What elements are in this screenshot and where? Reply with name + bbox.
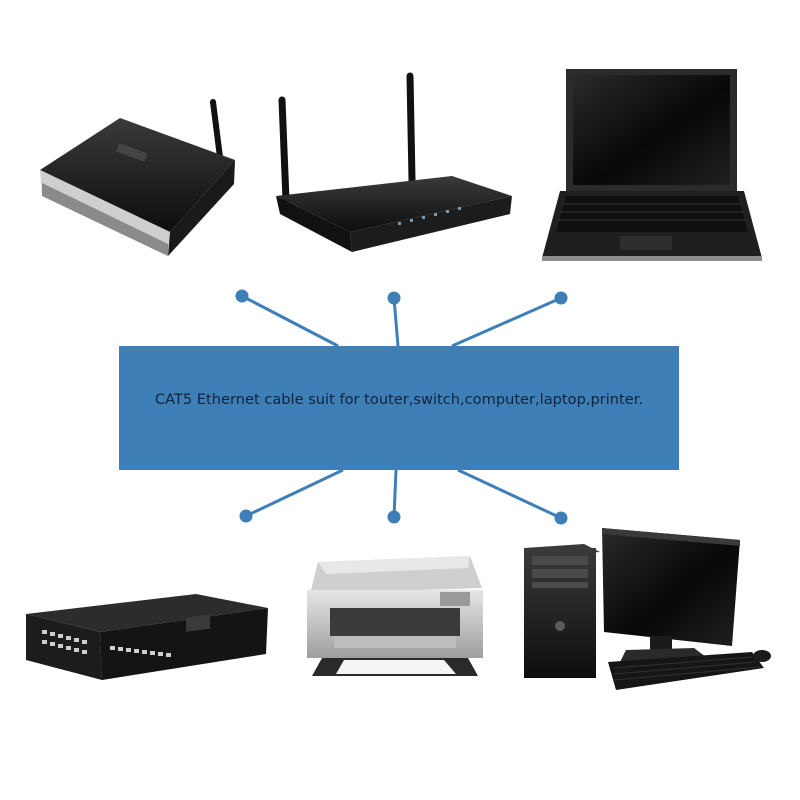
hp-desktop-computer-image [524, 528, 771, 690]
connector-dot-bottom-left [239, 509, 253, 523]
connector-dot-top-center [387, 291, 401, 305]
connector-dot-top-left [235, 289, 249, 303]
connector-line-top-center [392, 297, 400, 347]
connector-line-top-right [451, 296, 562, 348]
hp-laserjet-printer-image [307, 556, 483, 676]
trendnet-router-image [276, 72, 512, 252]
connector-line-top-left [241, 294, 339, 348]
connector-line-bottom-right [457, 468, 562, 520]
dell-laptop-image [542, 69, 762, 261]
connectors-top [235, 289, 568, 348]
connector-line-bottom-left [245, 468, 344, 518]
connector-dot-top-right [554, 291, 568, 305]
banner-text: CAT5 Ethernet cable suit for touter,swit… [154, 390, 644, 408]
connector-line-bottom-center [392, 469, 398, 518]
connector-dot-bottom-center [387, 510, 401, 524]
connector-dot-bottom-right [554, 511, 568, 525]
connectors-bottom [239, 468, 568, 525]
dell-switch-image [26, 594, 268, 680]
d-link-router-image [40, 99, 235, 256]
info-banner: CAT5 Ethernet cable suit for touter,swit… [119, 346, 679, 470]
